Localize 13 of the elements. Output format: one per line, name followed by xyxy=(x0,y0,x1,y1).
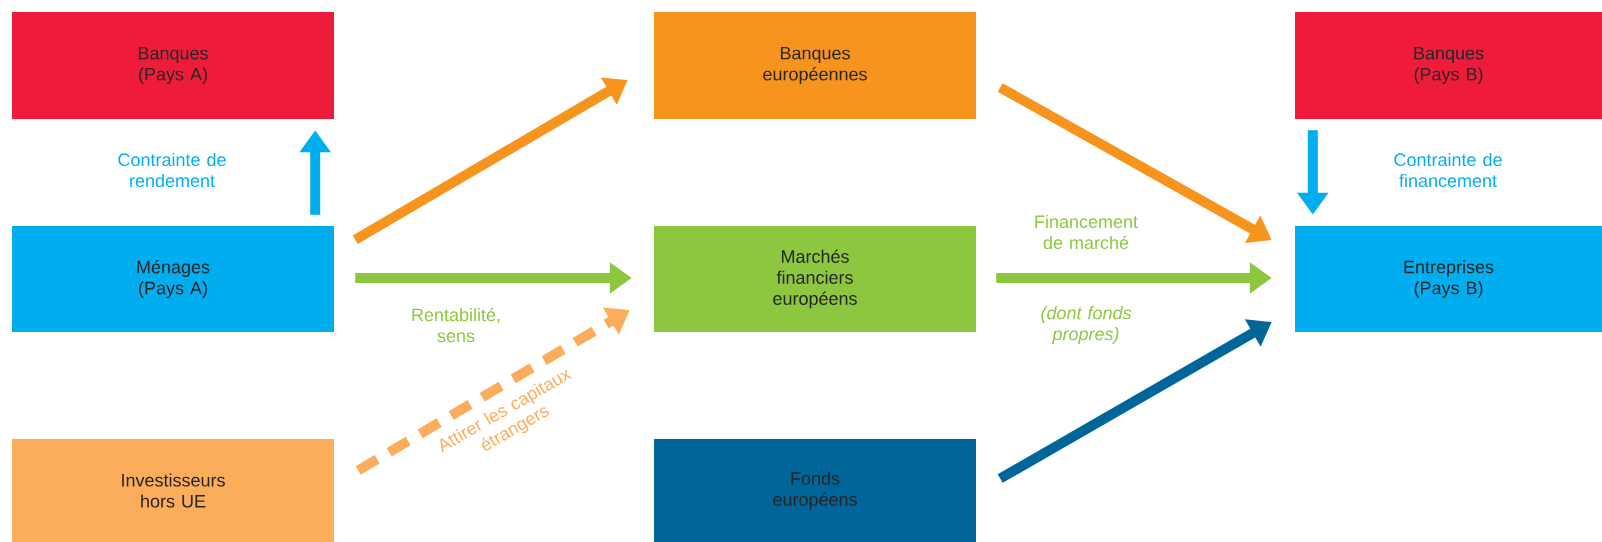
edge-label: Contrainte de rendement xyxy=(111,151,233,189)
edge-label: Financement de marché xyxy=(1025,213,1147,251)
process-box: Entreprises (Pays B) xyxy=(1295,226,1602,332)
process-box: Banques (Pays B) xyxy=(1295,12,1602,119)
process-box: Investisseurs hors UE xyxy=(12,439,334,542)
process-box: Banques européennes xyxy=(654,12,976,119)
process-box: Fonds européens xyxy=(654,439,976,542)
process-box: Banques (Pays A) xyxy=(12,12,334,119)
process-box: Marchés financiers européens xyxy=(654,226,976,332)
edge-label: Contrainte de financement xyxy=(1382,151,1514,189)
note: (dont fonds propres) xyxy=(1041,306,1132,344)
process-box: Ménages (Pays A) xyxy=(12,226,334,332)
edge-label: Rentabilité, sens xyxy=(405,306,507,344)
